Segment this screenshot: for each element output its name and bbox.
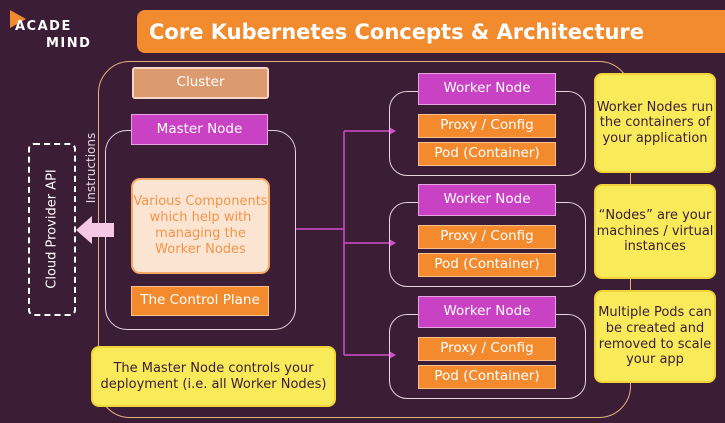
logo-text-line1: ACADE — [15, 19, 72, 34]
cloud-provider-api-label: Cloud Provider API — [44, 169, 60, 289]
page-title: Core Kubernetes Concepts & Architecture — [137, 10, 725, 53]
note-master-controls: The Master Node controls your deployment… — [91, 346, 336, 407]
arrow-left-icon — [76, 216, 114, 244]
instructions-label: Instructions — [84, 132, 98, 204]
cloud-provider-api-box — [28, 143, 76, 316]
master-node-label: Master Node — [131, 114, 268, 145]
worker-node-label: Worker Node — [418, 296, 556, 328]
pod-container-label: Pod (Container) — [418, 365, 556, 389]
worker-node-label: Worker Node — [418, 184, 556, 216]
proxy-config-label: Proxy / Config — [418, 225, 556, 249]
proxy-config-label: Proxy / Config — [418, 114, 556, 138]
control-plane-label: The Control Plane — [131, 286, 269, 316]
note-multiple-pods: Multiple Pods can be created and removed… — [594, 290, 716, 383]
pod-container-label: Pod (Container) — [418, 253, 556, 277]
worker-node-label: Worker Node — [418, 73, 556, 105]
note-worker-nodes-run: Worker Nodes run the containers of your … — [594, 73, 716, 173]
logo-mark-icon — [10, 10, 26, 28]
proxy-config-label: Proxy / Config — [418, 337, 556, 361]
cluster-label: Cluster — [132, 67, 269, 99]
academind-logo: ACADE MIND — [8, 6, 98, 56]
logo-text-line2: MIND — [46, 36, 92, 51]
master-components-text: Various Components which help with manag… — [131, 178, 270, 274]
pod-container-label: Pod (Container) — [418, 142, 556, 166]
note-nodes-are-machines: “Nodes” are your machines / virtual inst… — [594, 184, 716, 279]
